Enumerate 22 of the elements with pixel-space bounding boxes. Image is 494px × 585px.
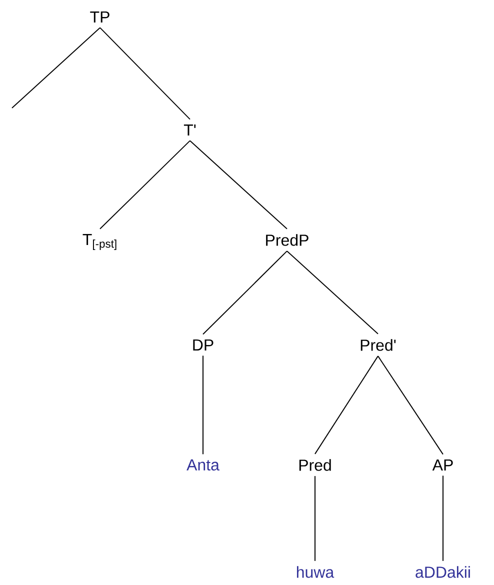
- tree-branch: [190, 140, 288, 230]
- node-label: Pred': [360, 339, 396, 351]
- tree-branch: [314, 476, 316, 562]
- word-label: aDDakii: [416, 566, 470, 578]
- node-label: AP: [432, 459, 453, 470]
- tree-branch: [202, 250, 288, 335]
- tree-branch: [202, 355, 204, 455]
- tree-branch: [100, 27, 190, 120]
- tree-branch: [442, 475, 444, 562]
- tree-branch: [286, 250, 378, 334]
- word-label: huwa: [296, 566, 334, 578]
- node-label: TP: [90, 12, 110, 22]
- tree-branch: [12, 27, 100, 108]
- tree-branch: [100, 140, 190, 230]
- node-label: DP: [193, 340, 214, 350]
- tree-branch: [314, 356, 378, 454]
- node-label: T$_{[-pst]}$: [82, 234, 116, 250]
- node-label: PredP: [266, 234, 308, 246]
- node-label: Pred: [299, 459, 331, 471]
- word-label: Anta: [186, 459, 220, 471]
- tree-branch: [378, 356, 444, 455]
- node-label: T': [184, 124, 196, 136]
